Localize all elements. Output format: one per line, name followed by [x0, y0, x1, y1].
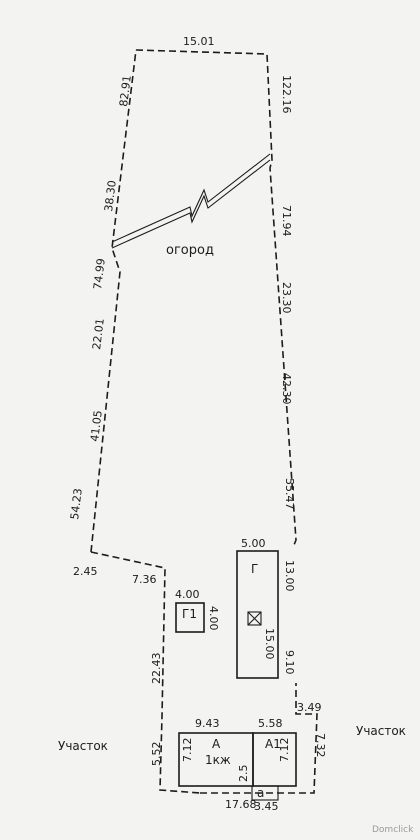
dim-upper-left: 82.91 — [117, 75, 134, 108]
dim-right-3: 42.30 — [280, 373, 293, 405]
dim-left-4: 41.05 — [88, 410, 105, 443]
porch-a-outline — [251, 785, 279, 801]
building-g1-outline — [175, 602, 205, 633]
dim-left-2: 74.99 — [91, 258, 108, 291]
extension-a1-width: 5.58 — [258, 717, 283, 730]
dim-lower-left: 22.43 — [150, 653, 163, 685]
dim-top: 15.01 — [183, 35, 215, 48]
well-icon — [247, 611, 262, 626]
garden-label: огород — [166, 243, 214, 258]
dim-bottom: 17.68 — [225, 798, 257, 811]
dim-step-short: 2.45 — [73, 565, 98, 578]
building-g-label: Г — [251, 562, 258, 576]
porch-a-depth: 2.5 — [237, 765, 250, 783]
dim-right-1: 71.94 — [280, 205, 293, 237]
plot-boundary — [90, 49, 318, 794]
dim-left-3: 22.01 — [90, 318, 107, 351]
porch-a-label: а — [257, 786, 264, 800]
building-g-width: 5.00 — [241, 537, 266, 550]
watermark: Domclick — [372, 825, 414, 835]
building-g1-label: Г1 — [182, 607, 197, 621]
dim-step-long: 7.36 — [132, 573, 157, 586]
building-g1-width: 4.00 — [175, 588, 200, 601]
dim-right-mid: 9.10 — [283, 650, 296, 675]
house-a-sublabel: 1кж — [205, 753, 231, 767]
extension-a1-label: А1 — [265, 737, 281, 751]
building-g-length: 13.00 — [283, 560, 296, 592]
dim-right-4: 55.47 — [283, 478, 296, 510]
dim-right-step-top: 3.49 — [297, 701, 322, 714]
well-icon-cross — [247, 611, 262, 626]
dim-right-lower: 7.32 — [314, 733, 327, 758]
dim-upper-right: 122.16 — [280, 75, 293, 114]
dim-left-5: 54.23 — [68, 488, 85, 521]
building-g-outline — [236, 550, 279, 679]
extension-a1-depth: 7.12 — [278, 738, 291, 763]
house-a-depth: 7.12 — [181, 738, 194, 763]
neighbor-left-label: Участок — [58, 739, 108, 753]
house-a-label: А — [212, 737, 221, 751]
building-g1-depth: 4.00 — [207, 606, 220, 631]
dim-right-small: 15.00 — [263, 628, 276, 660]
house-a-width: 9.43 — [195, 717, 220, 730]
dim-left-1: 38.30 — [102, 180, 119, 213]
dim-right-2: 23.30 — [280, 282, 293, 314]
neighbor-right-label: Участок — [356, 724, 406, 738]
dim-lower-left-2: 5.52 — [150, 742, 163, 767]
break-line — [111, 153, 271, 249]
porch-a-width: 3.45 — [254, 800, 279, 813]
